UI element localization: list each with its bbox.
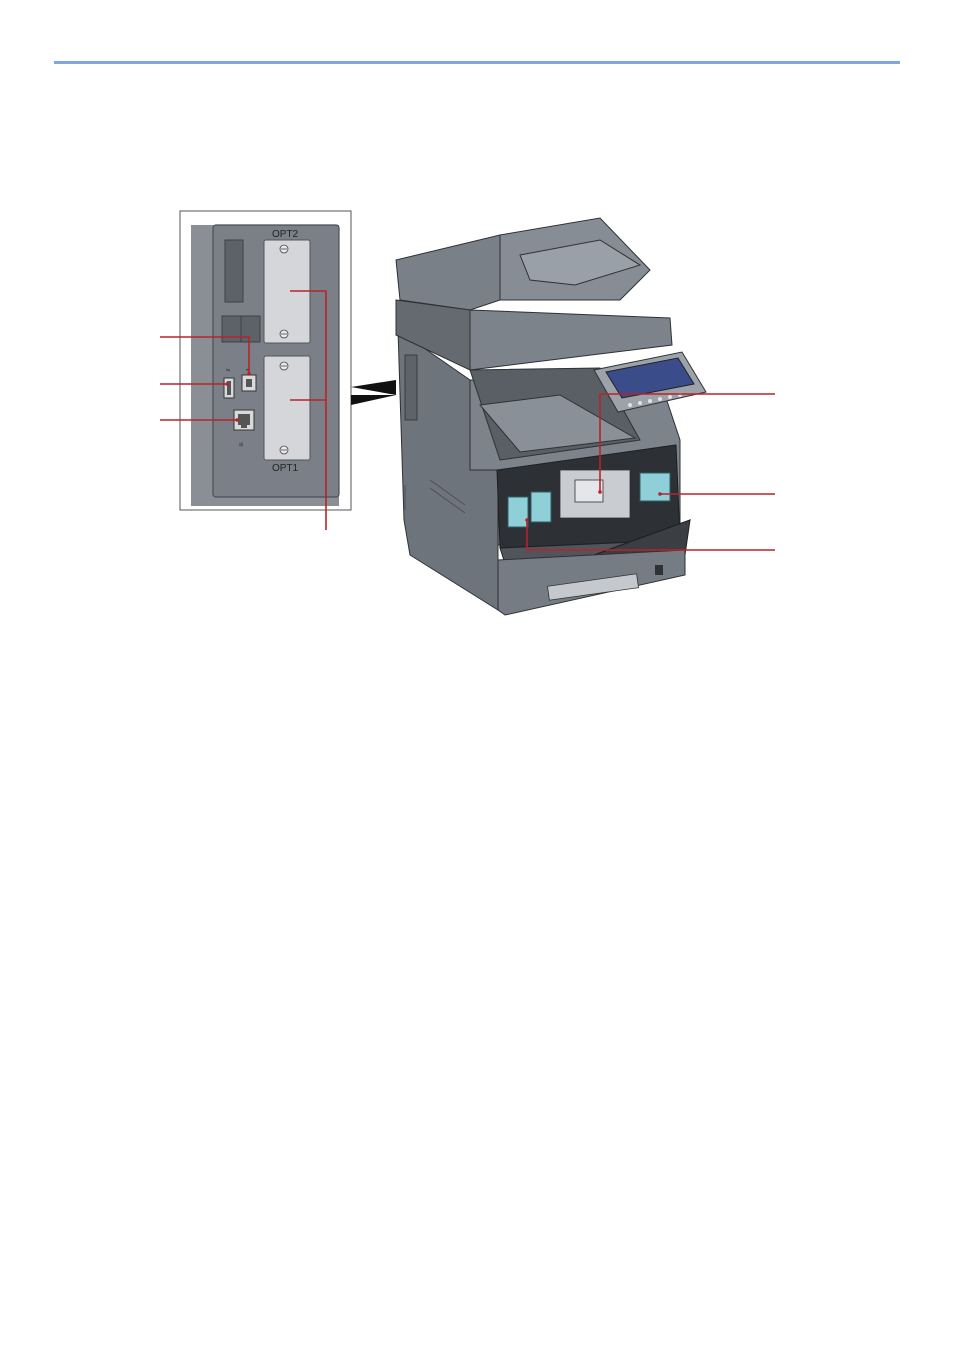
inset-pointer <box>351 380 396 395</box>
callout-toner-release <box>526 520 775 551</box>
opt1-label: OPT1 <box>272 463 299 474</box>
callout-usb-device <box>160 336 250 374</box>
callout-waste-toner-box <box>599 393 775 492</box>
machine-callouts <box>526 393 775 551</box>
printer-illustration <box>395 217 707 616</box>
header-rule <box>54 61 900 64</box>
usb-device-icon: ⇋ <box>246 368 250 374</box>
figure: ⇋ ⇋ ⊞ OPT2 OPT1 <box>160 210 775 616</box>
usb-host-icon: ⇋ <box>226 368 230 374</box>
opt2-label: OPT2 <box>272 229 299 240</box>
network-icon: ⊞ <box>239 442 243 448</box>
callout-option-slots <box>290 290 327 530</box>
toner-container-right <box>639 472 671 502</box>
toner-container-left <box>507 496 529 528</box>
interface-inset: ⇋ ⇋ ⊞ OPT2 OPT1 <box>179 210 352 511</box>
inset-callouts <box>160 290 327 530</box>
toner-container-middle <box>530 491 552 523</box>
